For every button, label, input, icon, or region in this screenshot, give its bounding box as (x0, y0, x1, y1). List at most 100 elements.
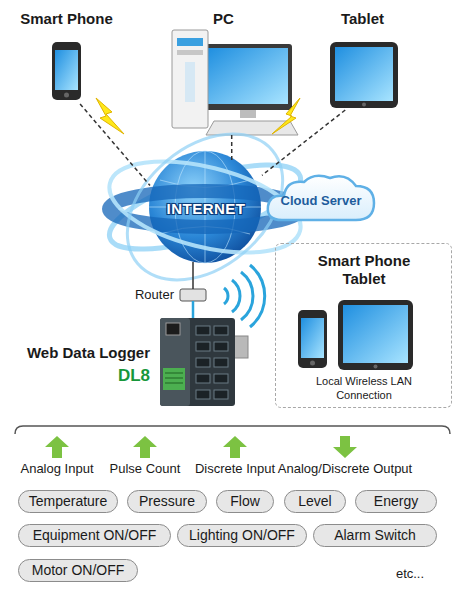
wireless-waves (224, 265, 265, 327)
data-logger-device (166, 323, 180, 335)
signal-pill: Alarm Switch (313, 524, 437, 547)
data-logger-device (160, 318, 190, 406)
data-logger-device (163, 368, 185, 390)
io-arrows (333, 436, 357, 458)
wireless-waves (232, 280, 240, 312)
data-logger-device (196, 374, 210, 383)
node-title: PC (165, 10, 282, 28)
node-title: Motor ON/OFF (32, 562, 125, 579)
data-logger-device (214, 326, 228, 335)
io-arrows (223, 436, 247, 458)
tablet-icon (330, 42, 398, 108)
pc-icon (240, 110, 256, 118)
node-subtext: DL8 (10, 366, 150, 386)
local-smartphone-icon (298, 310, 327, 368)
node-title: Level (298, 493, 331, 510)
signal-pill: Pressure (127, 490, 207, 513)
node-title: Energy (374, 493, 418, 510)
tablet-icon (335, 47, 393, 101)
io-arrows (45, 436, 69, 458)
node-title: Smart Phone (18, 10, 115, 28)
local-tablet-icon (343, 305, 408, 363)
lightning-bolt (272, 98, 300, 134)
local-tablet-icon (338, 300, 413, 370)
local-smartphone-icon (310, 361, 315, 366)
data-logger-device (160, 318, 235, 406)
pc-icon (172, 30, 298, 135)
pc-icon (204, 44, 292, 110)
uplink-line (192, 262, 194, 289)
wireless-waves (224, 288, 228, 304)
network-link (262, 110, 345, 175)
data-logger-device (196, 342, 210, 351)
signal-pill: Temperature (18, 490, 118, 513)
node-title: Equipment ON/OFF (33, 527, 157, 544)
local-lan-box: Smart Phone TabletLocal Wireless LAN Con… (275, 243, 452, 408)
smartphone-icon (55, 50, 78, 90)
device-node: PC (165, 8, 282, 135)
node-title: Router (126, 287, 174, 303)
data-logger-device (234, 336, 248, 358)
tablet-icon (330, 42, 398, 108)
node-title: INTERNET (150, 200, 262, 218)
wireless-waves (241, 272, 253, 320)
node-title: Web Data Logger (10, 344, 150, 362)
io-label: Analog Input (2, 461, 112, 477)
cloud-shape (268, 176, 374, 220)
signal-pill: Motor ON/OFF (18, 559, 138, 582)
etc-note: etc... (380, 566, 440, 582)
node-title: Tablet (325, 10, 400, 28)
io-bracket (15, 426, 450, 434)
data-logger-device (196, 326, 210, 335)
device-node: Tablet (325, 8, 400, 110)
wireless-waves (250, 265, 265, 327)
lan-cable (192, 301, 195, 318)
data-logger-device (165, 373, 183, 383)
data-logger-device (160, 318, 248, 406)
router-box (180, 289, 206, 301)
node-title: Flow (230, 493, 260, 510)
local-tablet-icon (374, 365, 378, 369)
local-tablet-icon (338, 300, 413, 370)
data-logger-device (214, 374, 228, 383)
smartphone-icon (64, 93, 69, 98)
node-title: Lighting ON/OFF (189, 527, 295, 544)
io-label: Discrete Input (180, 461, 290, 477)
network-link (80, 104, 150, 186)
local-smartphone-icon (298, 310, 327, 368)
pc-icon (172, 30, 208, 128)
local-smartphone-icon (301, 318, 324, 358)
node-title: Smart Phone Tablet (314, 252, 414, 288)
smartphone-icon (52, 42, 81, 100)
node-subtext: Local Wireless LAN Connection (304, 374, 424, 403)
network-link (231, 135, 233, 160)
device-node: Smart Phone (18, 8, 115, 104)
pc-icon (177, 38, 203, 46)
node-title: Cloud Server (268, 193, 374, 209)
signal-pill: Lighting ON/OFF (177, 524, 307, 547)
data-logger-device (196, 390, 210, 399)
internet-globe-node: INTERNET (150, 160, 262, 262)
tablet-icon (362, 103, 366, 107)
data-logger-device (196, 358, 210, 367)
pc-icon (185, 62, 195, 102)
io-arrows (133, 436, 157, 458)
lightning-bolt (96, 98, 300, 134)
node-title: Pressure (139, 493, 195, 510)
signal-pill: Flow (216, 490, 274, 513)
io-bracket (15, 426, 450, 434)
io-arrows (45, 436, 357, 458)
data-logger-device (214, 390, 228, 399)
io-label: Analog/Discrete Output (262, 461, 428, 477)
router-box (180, 289, 206, 301)
data-logger-device (214, 358, 228, 367)
signal-pill: Equipment ON/OFF (18, 524, 171, 547)
node-title: Temperature (29, 493, 108, 510)
smartphone-icon (52, 42, 81, 100)
router-node: Router (180, 289, 206, 301)
cloud-node: Cloud Server (268, 180, 374, 220)
node-title: Alarm Switch (334, 527, 416, 544)
data-logger-device (214, 342, 228, 351)
signal-pill: Energy (355, 490, 437, 513)
